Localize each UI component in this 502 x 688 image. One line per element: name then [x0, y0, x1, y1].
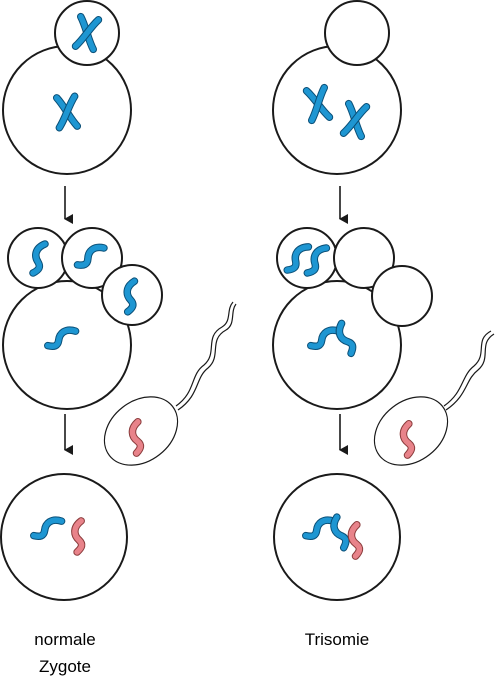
sperm-cell [103, 301, 237, 466]
caption-normal: normale Zygote [0, 626, 145, 680]
polar-body-stage1-empty [324, 0, 390, 66]
caption-line-2: Zygote [39, 657, 91, 676]
chromatid-paternal [128, 418, 145, 457]
chromatid-maternal [302, 516, 338, 541]
caption-line-1: Trisomie [304, 630, 370, 649]
chromatid-paternal [399, 420, 416, 459]
zygote-cell [0, 473, 128, 601]
polar-body-1 [276, 227, 338, 289]
sperm-cell [373, 330, 495, 466]
polar-body-2 [61, 227, 123, 289]
polar-body-3-empty [371, 265, 433, 327]
egg-cell-stage1 [272, 45, 402, 175]
chromatid [335, 319, 357, 358]
chromatid [44, 326, 80, 351]
chromatid [283, 243, 313, 274]
chromatid-paternal [347, 521, 364, 560]
caption-line-1: normale [34, 630, 96, 649]
polar-body-3 [101, 264, 163, 326]
normal-column [0, 0, 237, 601]
chromatid-maternal [330, 513, 350, 552]
chromatid [73, 243, 108, 269]
chromatid [307, 326, 343, 351]
chromosome-x [302, 83, 334, 125]
polar-body-2-empty [333, 227, 395, 289]
caption-trisomy: Trisomie [257, 626, 417, 653]
chromatid-maternal [30, 516, 66, 541]
chromatid [123, 277, 139, 316]
chromatid [29, 240, 49, 277]
egg-cell-stage2 [2, 280, 132, 410]
chromatid [303, 244, 331, 277]
chromosome-x [339, 99, 371, 141]
chromosome-x [71, 12, 103, 54]
chromatid-paternal [71, 517, 86, 556]
trisomy-column [272, 0, 495, 601]
chromosome-x [52, 92, 82, 132]
egg-cell-stage2 [272, 280, 402, 410]
